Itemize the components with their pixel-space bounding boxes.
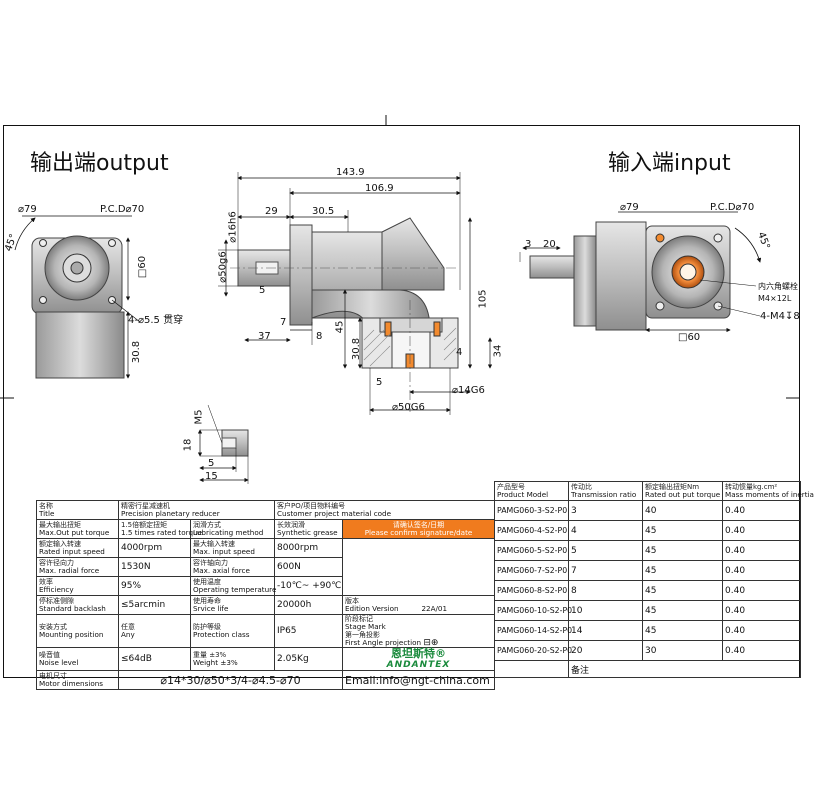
dim-4: 4 xyxy=(456,347,463,358)
output-holes: 4-⌀5.5 贯穿 xyxy=(128,315,184,326)
motor-dimensions-value: ⌀14*30/⌀50*3/4-⌀4.5-⌀70 xyxy=(118,670,343,690)
input-hex-label: 内六角螺栓 xyxy=(758,282,798,291)
dim-5b: 5 xyxy=(376,377,383,388)
output-housing-body xyxy=(35,311,125,379)
dim-body-dia: ⌀50g6 xyxy=(217,251,229,283)
projection-symbol-icon: ⊟⊕ xyxy=(423,638,439,648)
key-15: 15 xyxy=(205,471,218,482)
dim-bore14: ⌀14G6 xyxy=(452,385,485,396)
model-remark-row: 备注 xyxy=(494,660,801,678)
key-m5: M5 xyxy=(193,409,205,425)
dim-bore50: ⌀50G6 xyxy=(392,402,425,413)
dim-45: 45 xyxy=(334,320,346,334)
contact-email[interactable]: Email:info@ngt-china.com xyxy=(341,670,496,690)
output-square: □60 xyxy=(137,255,149,279)
dim-106-9: 106.9 xyxy=(365,183,394,194)
dim-shaft-dia: ⌀16h6 xyxy=(227,211,239,243)
company-logo: 恩坦斯特®ANDANTEX xyxy=(341,647,496,671)
key-18: 18 xyxy=(182,438,194,452)
input-shaft xyxy=(529,255,575,279)
key-5: 5 xyxy=(208,458,215,469)
input-dim-20: 20 xyxy=(543,239,556,250)
dim-105: 105 xyxy=(477,289,489,309)
dim-30-8: 30.8 xyxy=(351,337,363,361)
input-m4-label: M4×12L xyxy=(758,294,792,303)
input-pcd: P.C.D⌀70 xyxy=(710,202,755,213)
input-end-view xyxy=(519,211,762,333)
key-detail-view xyxy=(197,404,249,484)
remark-label: 备注 xyxy=(568,660,801,678)
output-end-view xyxy=(14,215,141,379)
input-view-title: 输入端input xyxy=(608,151,731,176)
input-dim-3: 3 xyxy=(525,239,532,250)
output-view-title: 输出端output xyxy=(30,151,169,176)
dim-key-5: 5 xyxy=(259,285,266,296)
dim-7: 7 xyxy=(280,317,287,328)
dim-30-5: 30.5 xyxy=(312,206,335,217)
dim-34: 34 xyxy=(492,344,504,358)
dim-37: 37 xyxy=(258,331,271,342)
dim-143-9: 143.9 xyxy=(336,167,365,178)
dim-29: 29 xyxy=(265,206,278,217)
input-square: □60 xyxy=(678,332,701,343)
input-dia79: ⌀79 xyxy=(620,202,639,213)
output-height: 30.8 xyxy=(131,340,143,364)
dim-8: 8 xyxy=(316,331,323,342)
output-pcd: P.C.D⌀70 xyxy=(100,204,145,215)
side-flange xyxy=(289,224,313,326)
side-section-view xyxy=(218,172,493,415)
output-dia79: ⌀79 xyxy=(18,204,37,215)
input-holes: 4-M4↧8 xyxy=(760,311,800,322)
